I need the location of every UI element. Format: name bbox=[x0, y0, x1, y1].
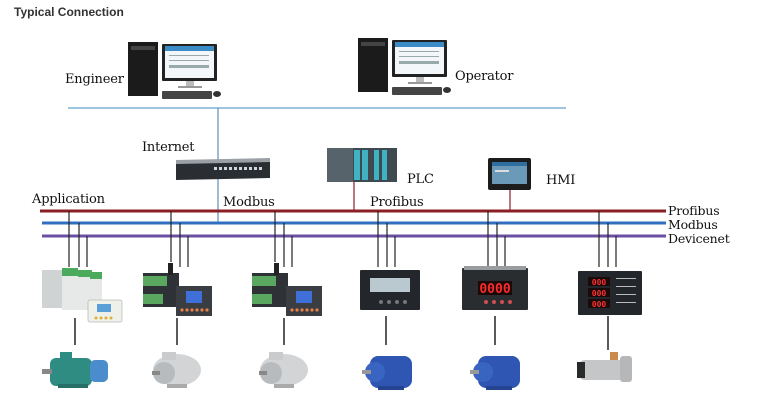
silver-motor-icon-2 bbox=[259, 352, 308, 388]
svg-text:0000: 0000 bbox=[479, 282, 510, 297]
modbus-bus-label: Modbus bbox=[668, 217, 718, 232]
green-motor-icon bbox=[42, 352, 108, 388]
application-label: Application bbox=[32, 192, 105, 207]
profibus-bus-label: Profibus bbox=[668, 203, 720, 218]
plc-label: PLC bbox=[407, 172, 434, 187]
svg-text:000: 000 bbox=[592, 300, 607, 309]
page-title: Typical Connection bbox=[14, 5, 124, 19]
plc-icon bbox=[327, 148, 397, 182]
internet-label: Internet bbox=[142, 140, 195, 155]
hmi-label: HMI bbox=[546, 173, 576, 188]
devicenet-bus-label: Devicenet bbox=[668, 231, 730, 246]
motor-protector-icon-1 bbox=[143, 263, 212, 316]
motor-drops bbox=[74, 316, 609, 350]
svg-text:000: 000 bbox=[592, 278, 607, 287]
lcd-panel-meter-icon bbox=[360, 270, 420, 310]
network-switch-icon bbox=[176, 158, 270, 180]
led-panel-meter-icon: 0000 bbox=[462, 266, 528, 310]
multi-led-meter-icon: 000 000 000 bbox=[578, 271, 642, 315]
operator-label: Operator bbox=[455, 69, 514, 84]
profibus-label-mid: Profibus bbox=[370, 195, 424, 210]
device-drops bbox=[68, 211, 617, 267]
hmi-icon bbox=[488, 158, 531, 190]
operator-computer-icon bbox=[358, 38, 451, 95]
engineer-label: Engineer bbox=[65, 72, 124, 87]
engineer-computer-icon bbox=[128, 42, 221, 99]
blue-motor-icon-2 bbox=[470, 356, 520, 390]
modbus-label-mid: Modbus bbox=[223, 195, 275, 210]
motor-protector-icon-2 bbox=[252, 263, 322, 316]
silver-motor-icon-1 bbox=[152, 352, 201, 388]
modular-relay-group-icon bbox=[42, 268, 123, 323]
submersible-motor-icon bbox=[577, 352, 632, 382]
svg-text:000: 000 bbox=[592, 289, 607, 298]
blue-motor-icon-1 bbox=[362, 356, 412, 390]
